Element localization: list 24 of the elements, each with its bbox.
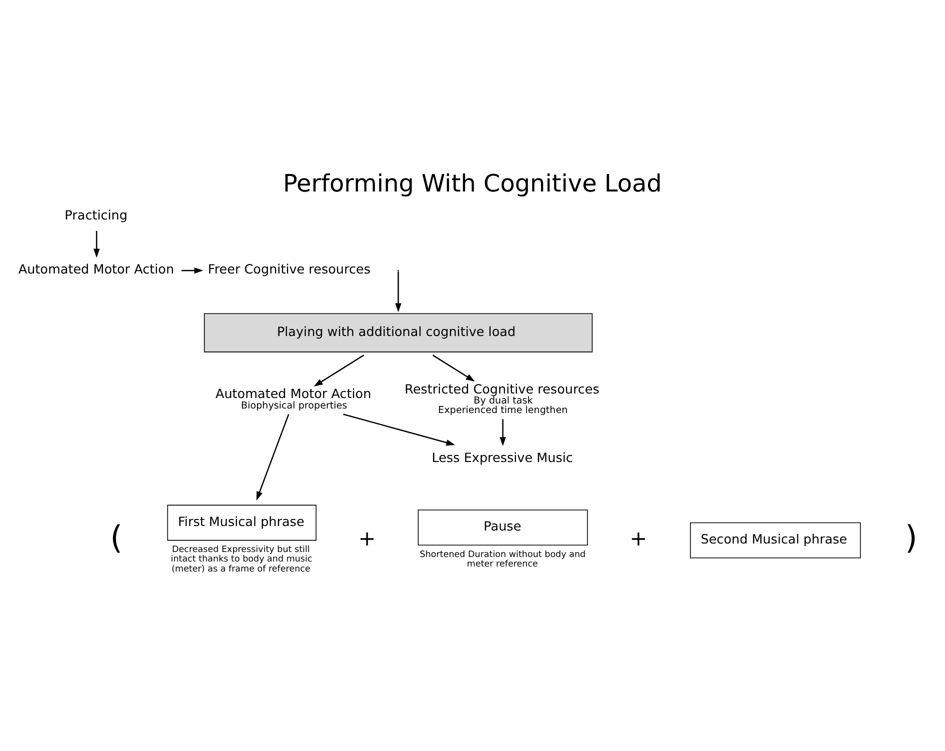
node-box: First Musical phrase (167, 504, 316, 541)
node-box: Second Musical phrase (690, 522, 861, 558)
arrow (314, 354, 364, 386)
label: + (630, 526, 648, 550)
node-text: Less Expressive Music (432, 450, 573, 466)
diagram-title: Performing With Cognitive Load (282, 170, 662, 198)
node-text: Freer Cognitive resources (208, 262, 370, 278)
node-text: Restricted Cognitive resources By dual task Experienced time lengthen (404, 382, 600, 416)
node-text: Automated Motor Action Biophysical properties (216, 387, 372, 412)
arrow (343, 414, 456, 446)
node-text: Automated Motor Action (18, 262, 174, 278)
node-label: Shortened Duration without body and meter reference (420, 550, 586, 570)
arrow (93, 230, 100, 258)
label: ( (110, 518, 123, 556)
label: ) (905, 518, 918, 556)
node-box: Pause (418, 510, 588, 546)
node-label: Decreased Expressivity but still intact thanks to body and music (meter) as a frame of reference (170, 545, 312, 574)
label: + (358, 526, 376, 550)
arrow (500, 419, 506, 446)
arrow (256, 414, 290, 500)
arrow (432, 354, 475, 382)
node-text: Practicing (64, 208, 128, 224)
arrow (395, 271, 402, 312)
arrow (181, 267, 204, 274)
